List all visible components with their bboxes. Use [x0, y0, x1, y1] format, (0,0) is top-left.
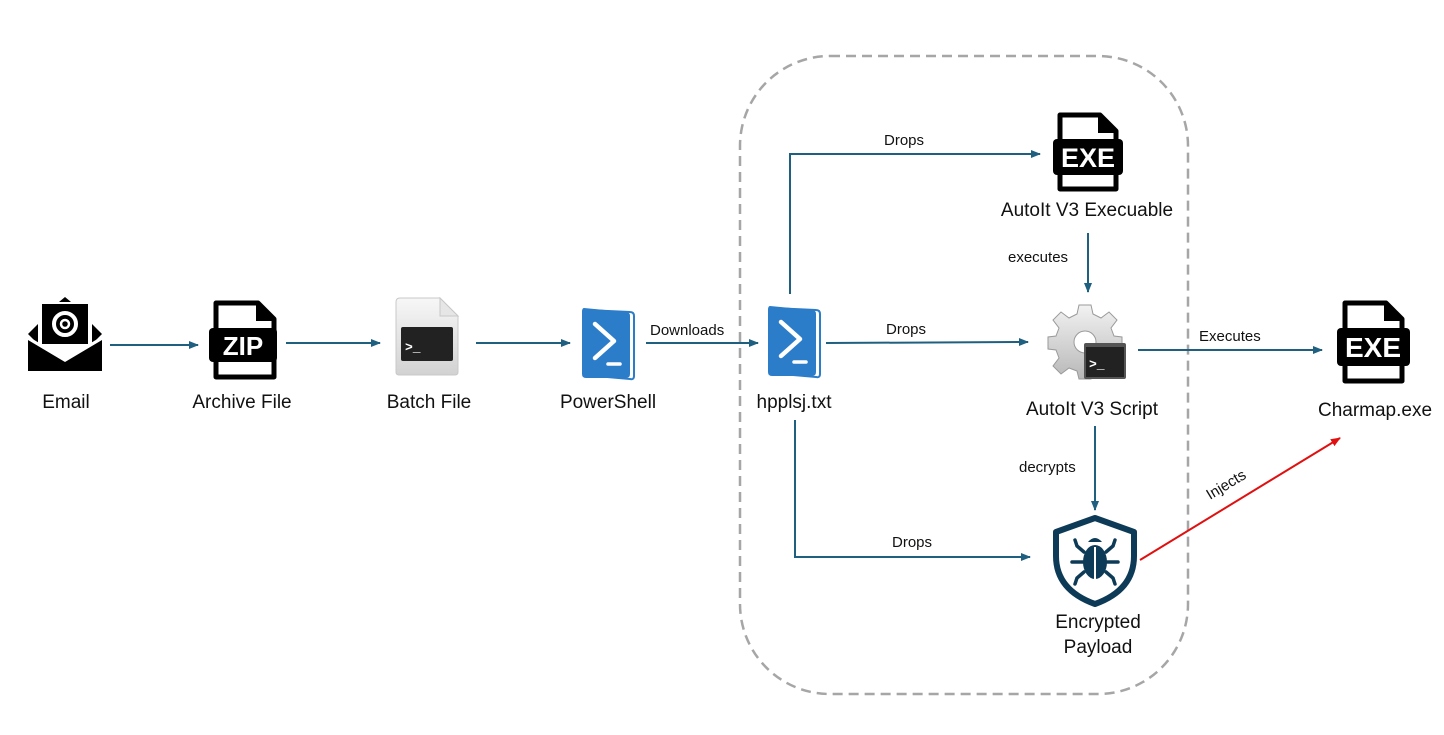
svg-text:EXE: EXE	[1345, 332, 1401, 363]
edge-label-drops-payload: Drops	[892, 534, 932, 551]
svg-text:EXE: EXE	[1061, 143, 1115, 173]
powershell-icon	[768, 306, 821, 379]
bug-shield-icon	[1053, 515, 1137, 607]
edge-label-drops-script: Drops	[886, 321, 926, 338]
node-email[interactable]: Email	[27, 297, 103, 413]
node-batch-label: Batch File	[387, 392, 471, 413]
node-batch-file[interactable]: >_ Batch File	[387, 296, 471, 413]
exe-file-icon: EXE	[1053, 112, 1123, 192]
node-charmap[interactable]: EXE Charmap.exe	[1318, 300, 1432, 421]
node-autoit-exe-label: AutoIt V3 Execuable	[1001, 200, 1173, 221]
node-autoit-script[interactable]: >_ AutoIt V3 Script	[1026, 304, 1159, 420]
node-payload-label-line2: Payload	[1064, 637, 1133, 658]
svg-text:>_: >_	[1089, 357, 1105, 372]
node-encrypted-payload[interactable]: Encrypted Payload	[1053, 515, 1141, 658]
edge-label-decrypts: decrypts	[1019, 459, 1076, 476]
node-email-label: Email	[42, 392, 90, 413]
node-autoit-executable[interactable]: EXE AutoIt V3 Execuable	[1001, 112, 1173, 221]
node-autoit-script-label: AutoIt V3 Script	[1026, 399, 1159, 420]
edge-label-executes-charmap: Executes	[1199, 328, 1261, 345]
edge-payload-injects-charmap	[1139, 437, 1341, 561]
powershell-icon	[582, 308, 635, 381]
node-hpplsj[interactable]: hpplsj.txt	[757, 306, 833, 413]
edge-label-executes-script: executes	[1008, 249, 1068, 266]
edge-hpplsj-to-autoit-script	[825, 338, 1029, 347]
svg-text:>_: >_	[405, 340, 421, 355]
edge-label-drops-exe: Drops	[884, 132, 924, 149]
node-powershell[interactable]: PowerShell	[560, 308, 656, 413]
batch-file-icon: >_	[395, 296, 460, 376]
node-archive-label: Archive File	[192, 392, 291, 413]
process-group-boundary	[738, 54, 1190, 696]
exe-file-icon: EXE	[1337, 300, 1410, 384]
node-archive-file[interactable]: ZIP Archive File	[192, 300, 292, 413]
edge-label-downloads: Downloads	[650, 322, 724, 339]
edge-hpplsj-to-autoit-exe	[789, 150, 1041, 294]
node-payload-label-line1: Encrypted	[1055, 612, 1141, 633]
node-powershell-label: PowerShell	[560, 392, 656, 413]
node-charmap-label: Charmap.exe	[1318, 400, 1432, 421]
node-hpplsj-label: hpplsj.txt	[757, 392, 833, 413]
gear-script-icon: >_	[1047, 304, 1126, 380]
zip-file-icon: ZIP	[209, 300, 277, 380]
svg-text:ZIP: ZIP	[223, 331, 263, 361]
edge-hpplsj-to-payload	[794, 420, 1031, 561]
envelope-at-icon	[27, 297, 103, 371]
